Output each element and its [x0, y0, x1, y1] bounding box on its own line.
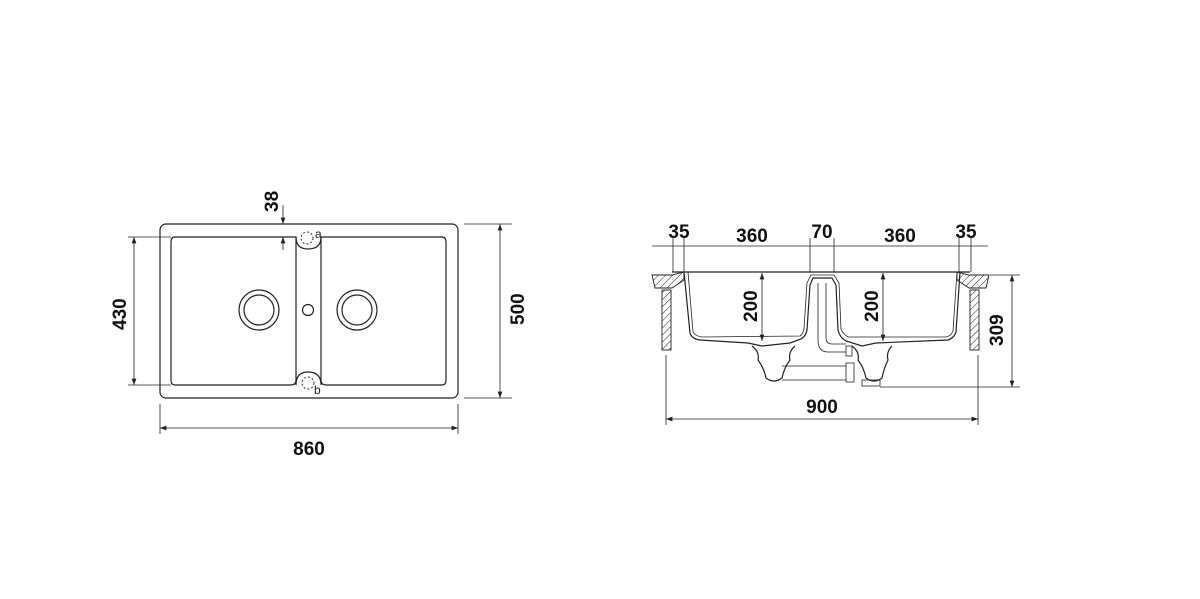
- dim-left-rim-label: 35: [668, 222, 690, 243]
- marker-b-label: b: [314, 383, 321, 397]
- marker-a-circle: [300, 231, 314, 245]
- marker-b-circle: [301, 376, 315, 390]
- dim-left-bowl-label: 360: [736, 226, 768, 247]
- right-drain-inner: [341, 294, 373, 326]
- dim-430-label: 430: [110, 298, 131, 330]
- left-counter-wall: [661, 289, 672, 351]
- left-rim: [651, 271, 685, 289]
- right-drain: [851, 345, 893, 382]
- dim-divider-label: 70: [811, 222, 832, 243]
- divider-top-notch: [295, 236, 322, 250]
- top-view: a b 38 430 500 860: [110, 191, 529, 460]
- left-bowl: [170, 236, 297, 386]
- right-bowl: [320, 236, 447, 386]
- side-view: 35 360 70 360 35 200 200 309 900: [651, 222, 1020, 425]
- top-dim-ext-lines: [672, 238, 972, 272]
- marker-a-label: a: [315, 227, 322, 241]
- dim-38-label: 38: [262, 191, 283, 212]
- right-drain-icon: [336, 289, 378, 331]
- left-drain-inner: [243, 294, 275, 326]
- dim-right-rim-label: 35: [955, 222, 977, 243]
- outlet: [861, 379, 881, 387]
- dim-500-label: 500: [508, 293, 529, 325]
- dim-200-right-label: 200: [862, 290, 883, 322]
- tap-hole-icon: [301, 303, 315, 317]
- bowls-inner-profile: [687, 271, 958, 338]
- dim-900-label: 900: [806, 397, 838, 418]
- bowls-profile: [683, 271, 961, 347]
- dim-right-bowl-label: 360: [884, 226, 916, 247]
- overflow-tube: [817, 283, 846, 353]
- left-drain: [751, 345, 796, 382]
- tube-joint: [845, 345, 853, 357]
- overflow-pipe: [782, 365, 846, 381]
- dim-200-left-label: 200: [741, 290, 762, 322]
- right-rim: [956, 271, 990, 289]
- sink-outline: [159, 223, 459, 399]
- divider-bottom-notch: [295, 371, 322, 386]
- right-counter-wall: [969, 289, 980, 351]
- left-drain-icon: [238, 289, 280, 331]
- dim-309-label: 309: [987, 314, 1008, 346]
- dim-860-label: 860: [293, 439, 325, 460]
- pipe-fitting: [845, 362, 855, 383]
